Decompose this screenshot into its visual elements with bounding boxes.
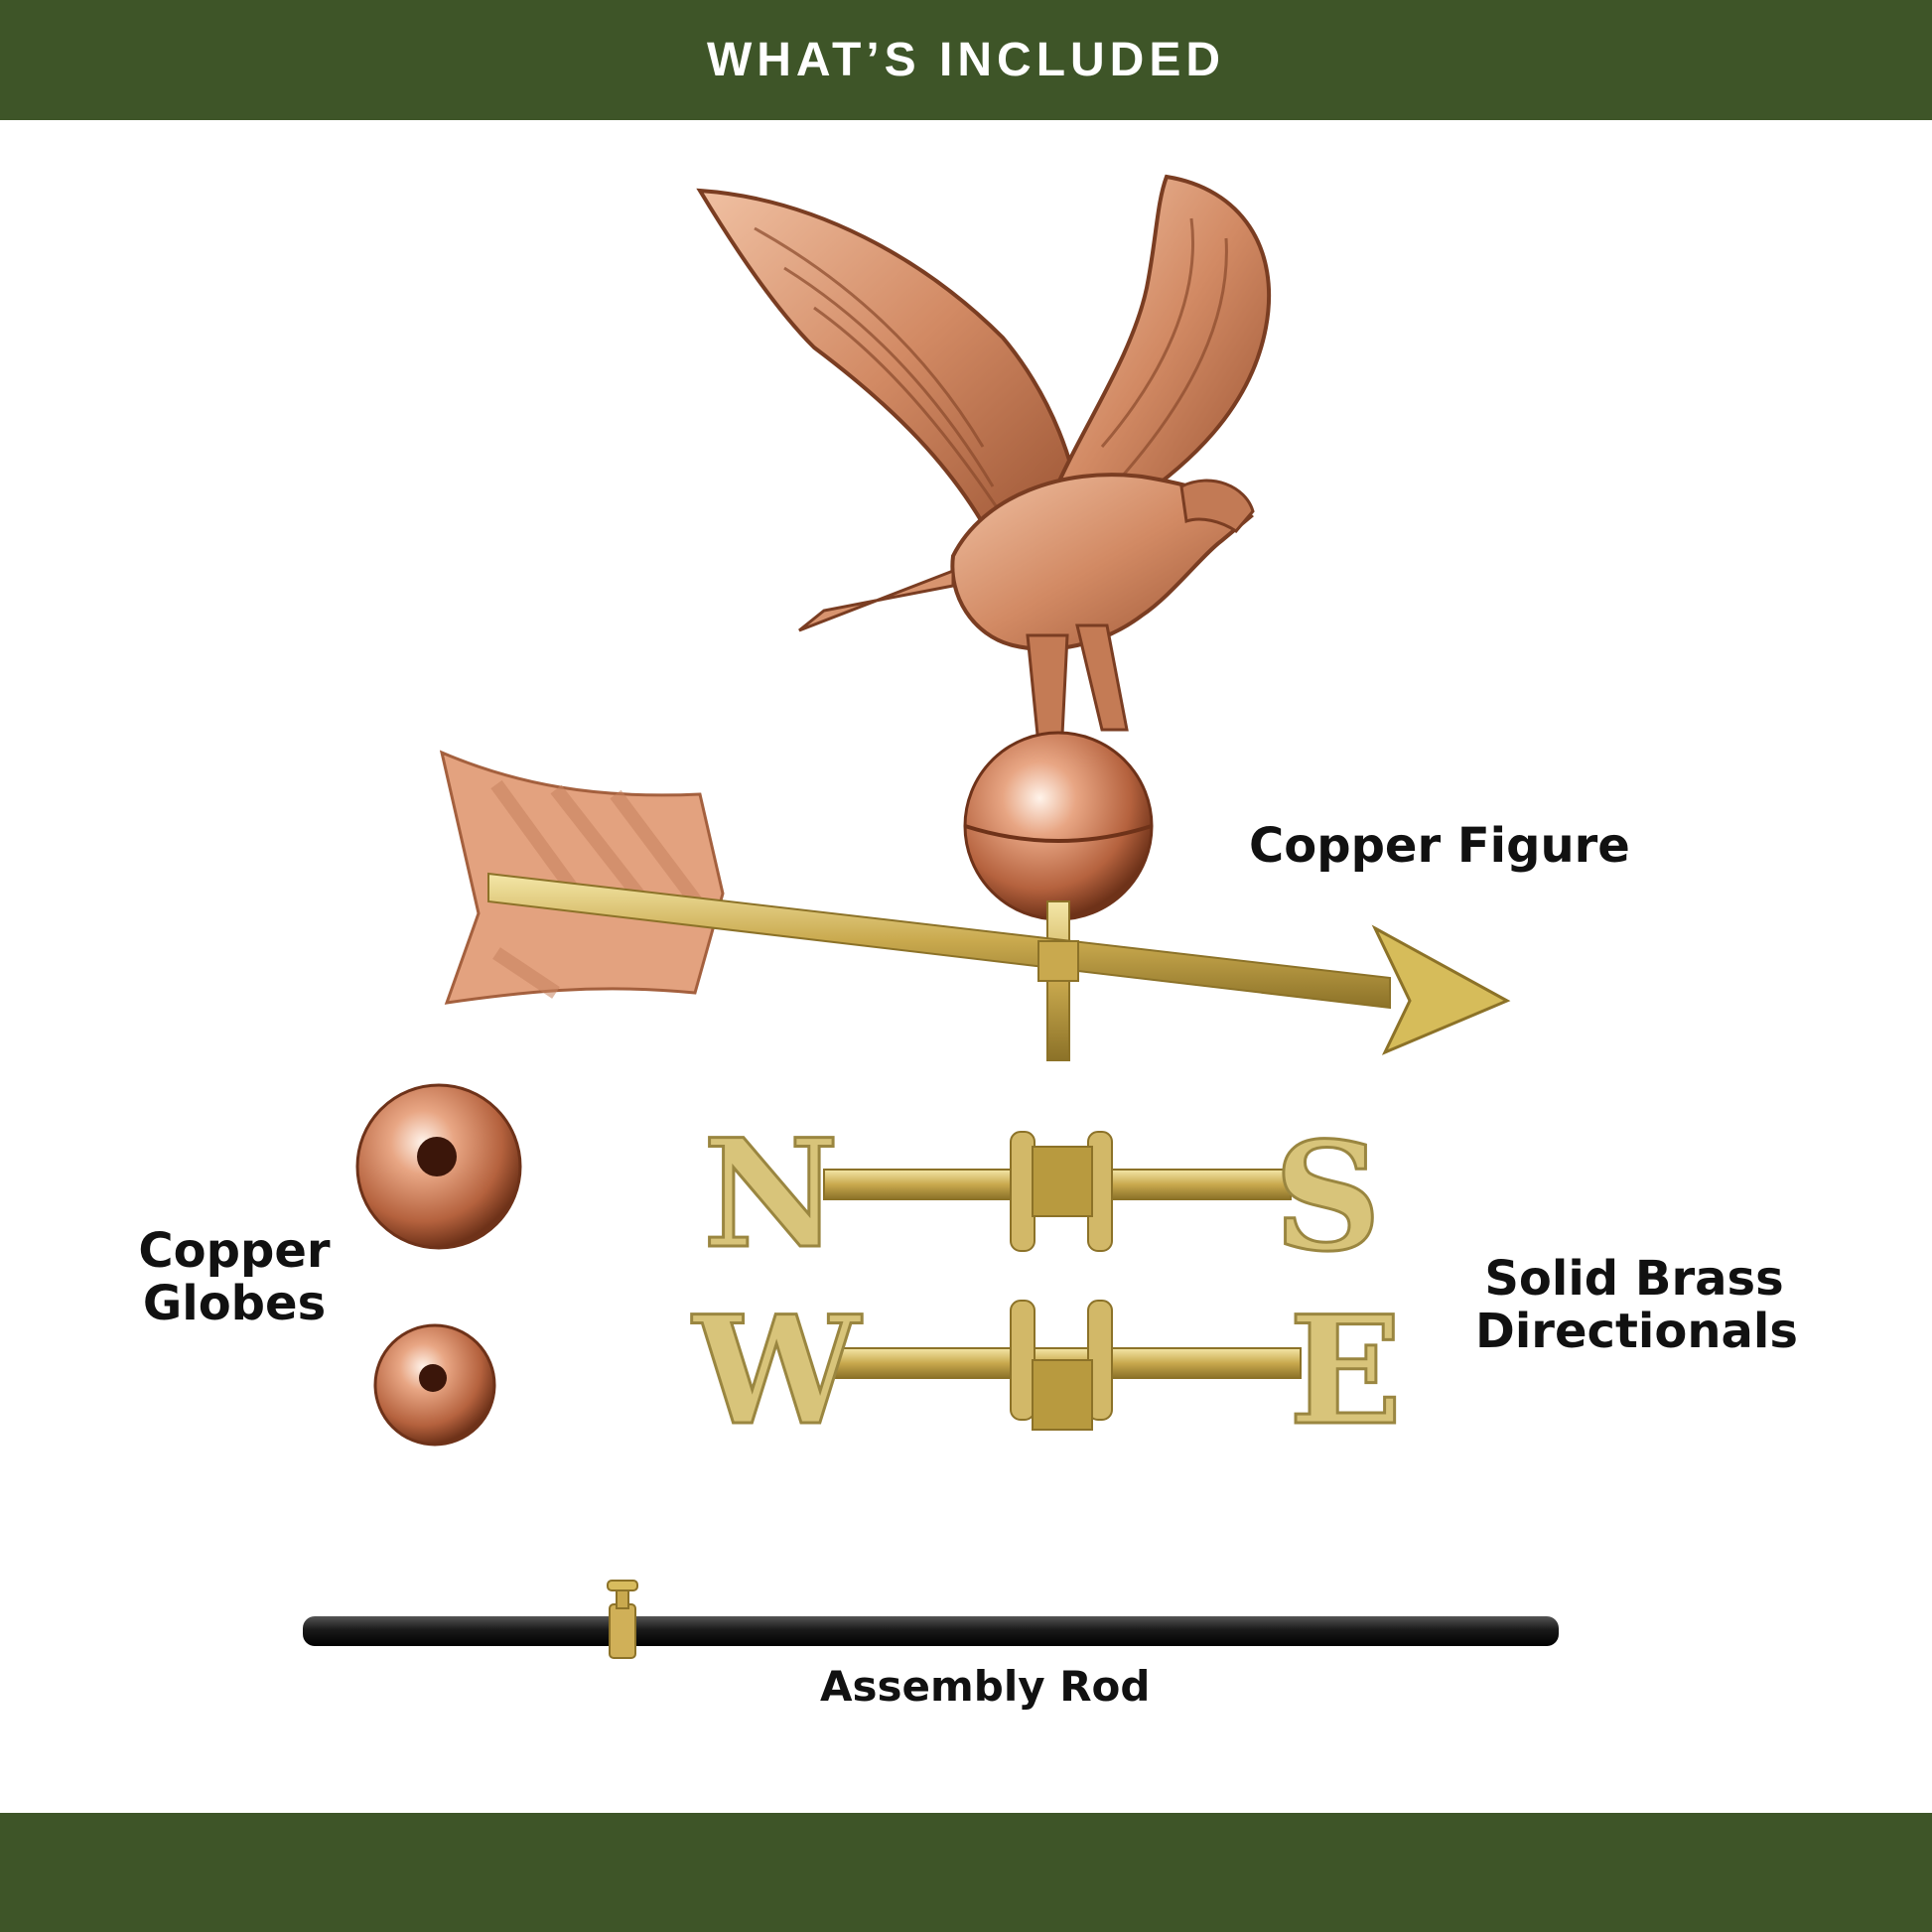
label-brass-line2: Directionals	[1475, 1303, 1798, 1359]
letter-south: S	[1274, 1110, 1381, 1285]
arrow-directional	[439, 750, 1511, 1055]
label-assembly-rod: Assembly Rod	[820, 1662, 1151, 1711]
eagle-figure	[696, 174, 1272, 737]
copper-globe-large	[355, 1083, 522, 1250]
footer-band	[0, 1813, 1932, 1932]
header-title: WHAT’S INCLUDED	[706, 34, 1226, 86]
directional-west-east	[833, 1300, 1302, 1431]
directional-north-south	[823, 1131, 1292, 1252]
label-copper-globes: Copper Globes	[135, 1225, 334, 1330]
letter-west: W	[691, 1284, 863, 1458]
eagle-globe	[963, 731, 1154, 921]
copper-globe-small	[373, 1323, 496, 1447]
letter-north: N	[703, 1107, 839, 1282]
assembly-rod	[303, 1580, 1559, 1659]
label-copper-figure: Copper Figure	[1249, 818, 1630, 874]
letter-east: E	[1289, 1284, 1402, 1458]
header-band: WHAT’S INCLUDED	[0, 0, 1932, 120]
label-brass-line1: Solid Brass	[1484, 1251, 1784, 1307]
label-copper-globes-line2: Globes	[142, 1275, 327, 1331]
label-solid-brass-directionals: Solid Brass Directionals	[1475, 1251, 1798, 1359]
label-copper-globes-line1: Copper	[138, 1223, 331, 1279]
